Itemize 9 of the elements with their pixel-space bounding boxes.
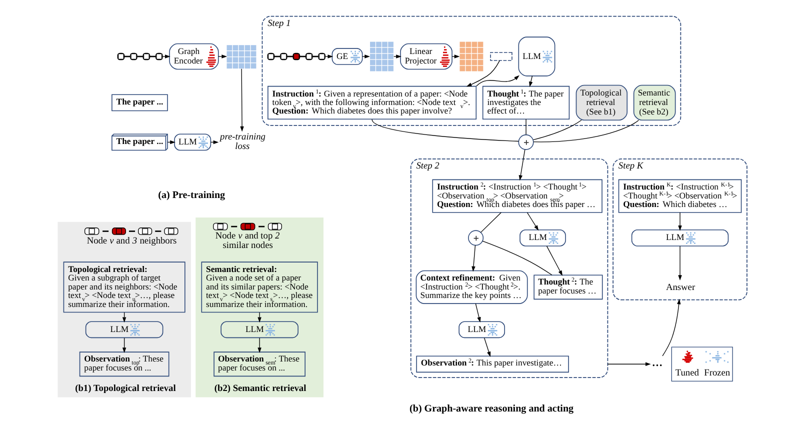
label: (a) Pre-training <box>158 190 226 201</box>
node-text: … <box>652 357 663 370</box>
legend-label: Frozen <box>704 368 730 379</box>
node-text: Answer <box>666 282 696 293</box>
node-label: Node v and 3 neighbors <box>86 236 177 246</box>
label: (b) Graph-aware reasoning and acting <box>410 403 574 414</box>
legend-label: Tuned <box>675 368 699 379</box>
node-label: Node v and top 2 similar nodes <box>215 232 280 252</box>
node-text: pre-training loss <box>220 132 266 152</box>
